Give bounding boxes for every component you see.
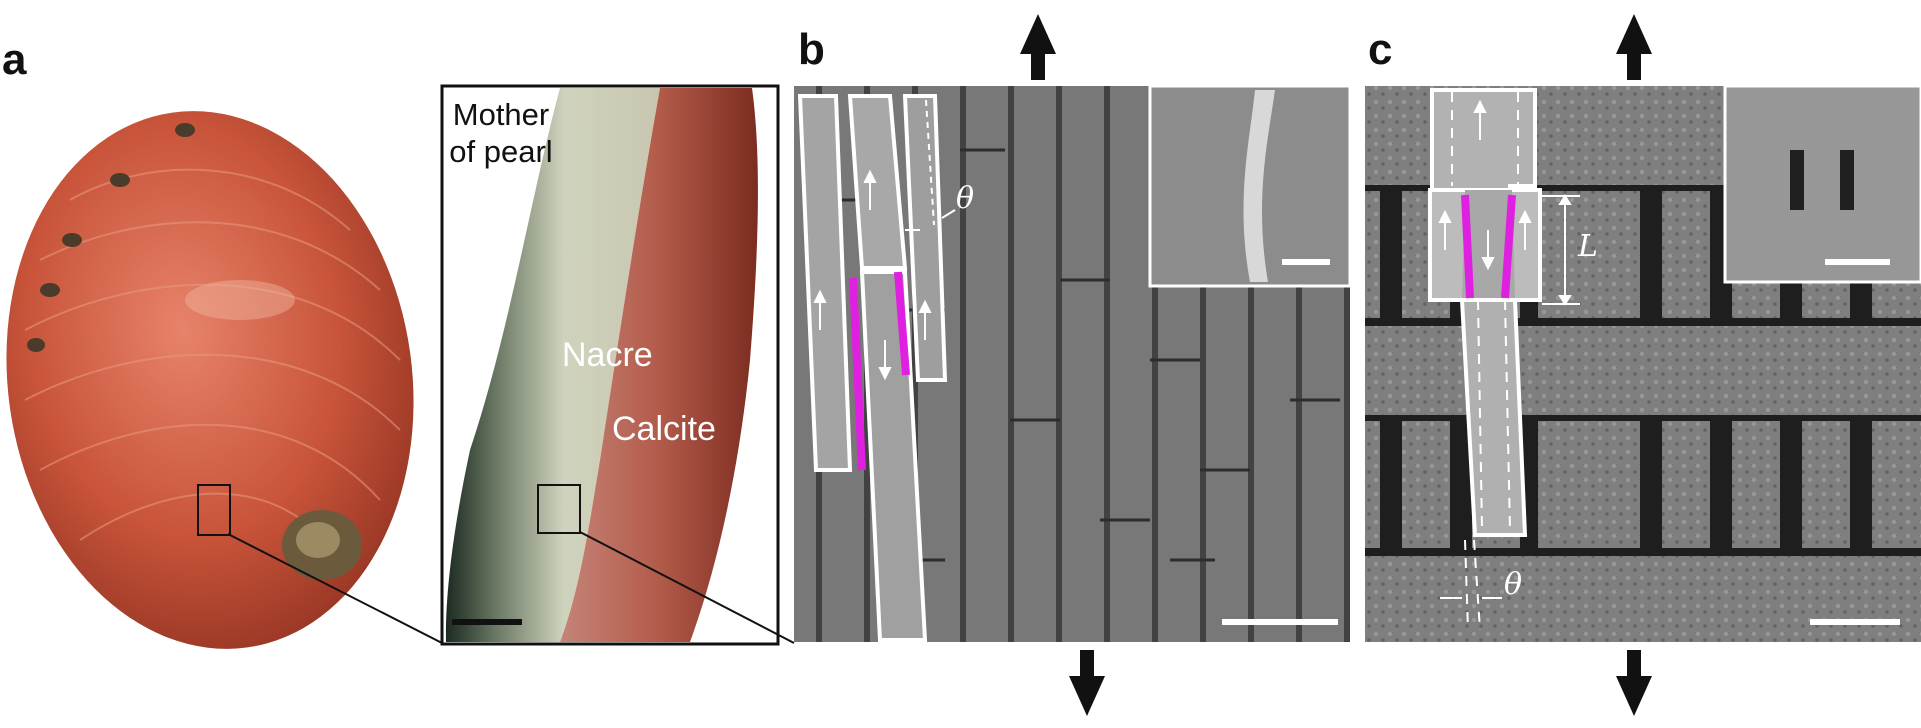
zoom-line [579,531,795,644]
abalone-shell-image [6,111,414,649]
nacre-cross-section-image [440,84,780,646]
engineered-glass-image [1365,84,1921,642]
nacre-sem-image [794,84,1352,642]
panel-label-c: c [1368,25,1393,74]
up-arrow-icon [1020,14,1056,80]
down-arrow-icon [1069,650,1105,716]
zoom-line [227,533,443,644]
nacre-label: Nacre [562,336,653,374]
panel-label-a: a [2,35,27,84]
mother-of-pearl-label: Mother of pearl [449,97,553,170]
up-arrow-icon [1616,14,1652,80]
down-arrow-icon [1616,650,1652,716]
panel-label-b: b [798,25,825,74]
calcite-label: Calcite [612,410,716,448]
theta-label-c: θ [1504,567,1523,602]
length-label: L [1578,229,1598,264]
theta-label-b: θ [956,181,975,216]
